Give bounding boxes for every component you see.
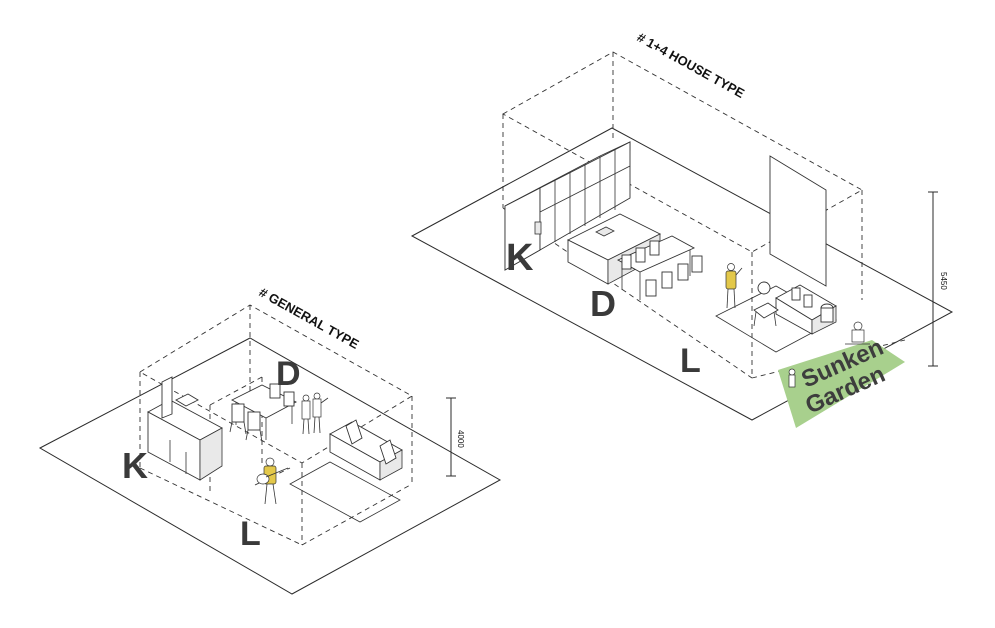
general-dining-set (229, 383, 297, 443)
general-zone-d: D (276, 355, 301, 393)
house-armchair (753, 281, 779, 327)
house-height-label: 5450 (939, 272, 948, 290)
house-tall-window (769, 155, 827, 287)
general-kitchen-counter (147, 376, 223, 481)
general-rug (289, 461, 401, 523)
house-sunken-garden: Sunken Garden (778, 321, 905, 428)
house-zone-k: K (506, 237, 534, 279)
general-standing-figures (301, 392, 329, 435)
house-title: # 1+4 HOUSE TYPE (635, 30, 748, 102)
general-zone-k: K (122, 445, 148, 486)
house-kitchen-cabinets (504, 141, 631, 271)
garden-surface (778, 340, 905, 428)
house-floor-slab (410, 127, 954, 421)
house-type-diagram: Sunken Garden K D L # 1+4 HOUSE TYPE 545… (410, 30, 954, 428)
general-guitar-figure (256, 457, 289, 505)
house-zone-d: D (590, 283, 616, 324)
general-type-diagram: K D L # GENERAL TYPE 4000 (38, 285, 502, 595)
general-zone-l: L (240, 515, 261, 553)
general-height-label: 4000 (456, 430, 465, 448)
house-height-dimension: 5450 (928, 191, 948, 367)
house-side-table (820, 303, 834, 323)
house-standing-figure (725, 263, 743, 309)
house-volume-box (502, 51, 906, 379)
general-floor-slab (38, 337, 502, 595)
house-zone-l: L (680, 342, 701, 380)
general-title: # GENERAL TYPE (257, 285, 362, 352)
house-dining-set (616, 235, 703, 300)
general-height-dimension: 4000 (446, 397, 465, 477)
general-volume-box (139, 304, 413, 546)
general-sofa (329, 419, 403, 481)
